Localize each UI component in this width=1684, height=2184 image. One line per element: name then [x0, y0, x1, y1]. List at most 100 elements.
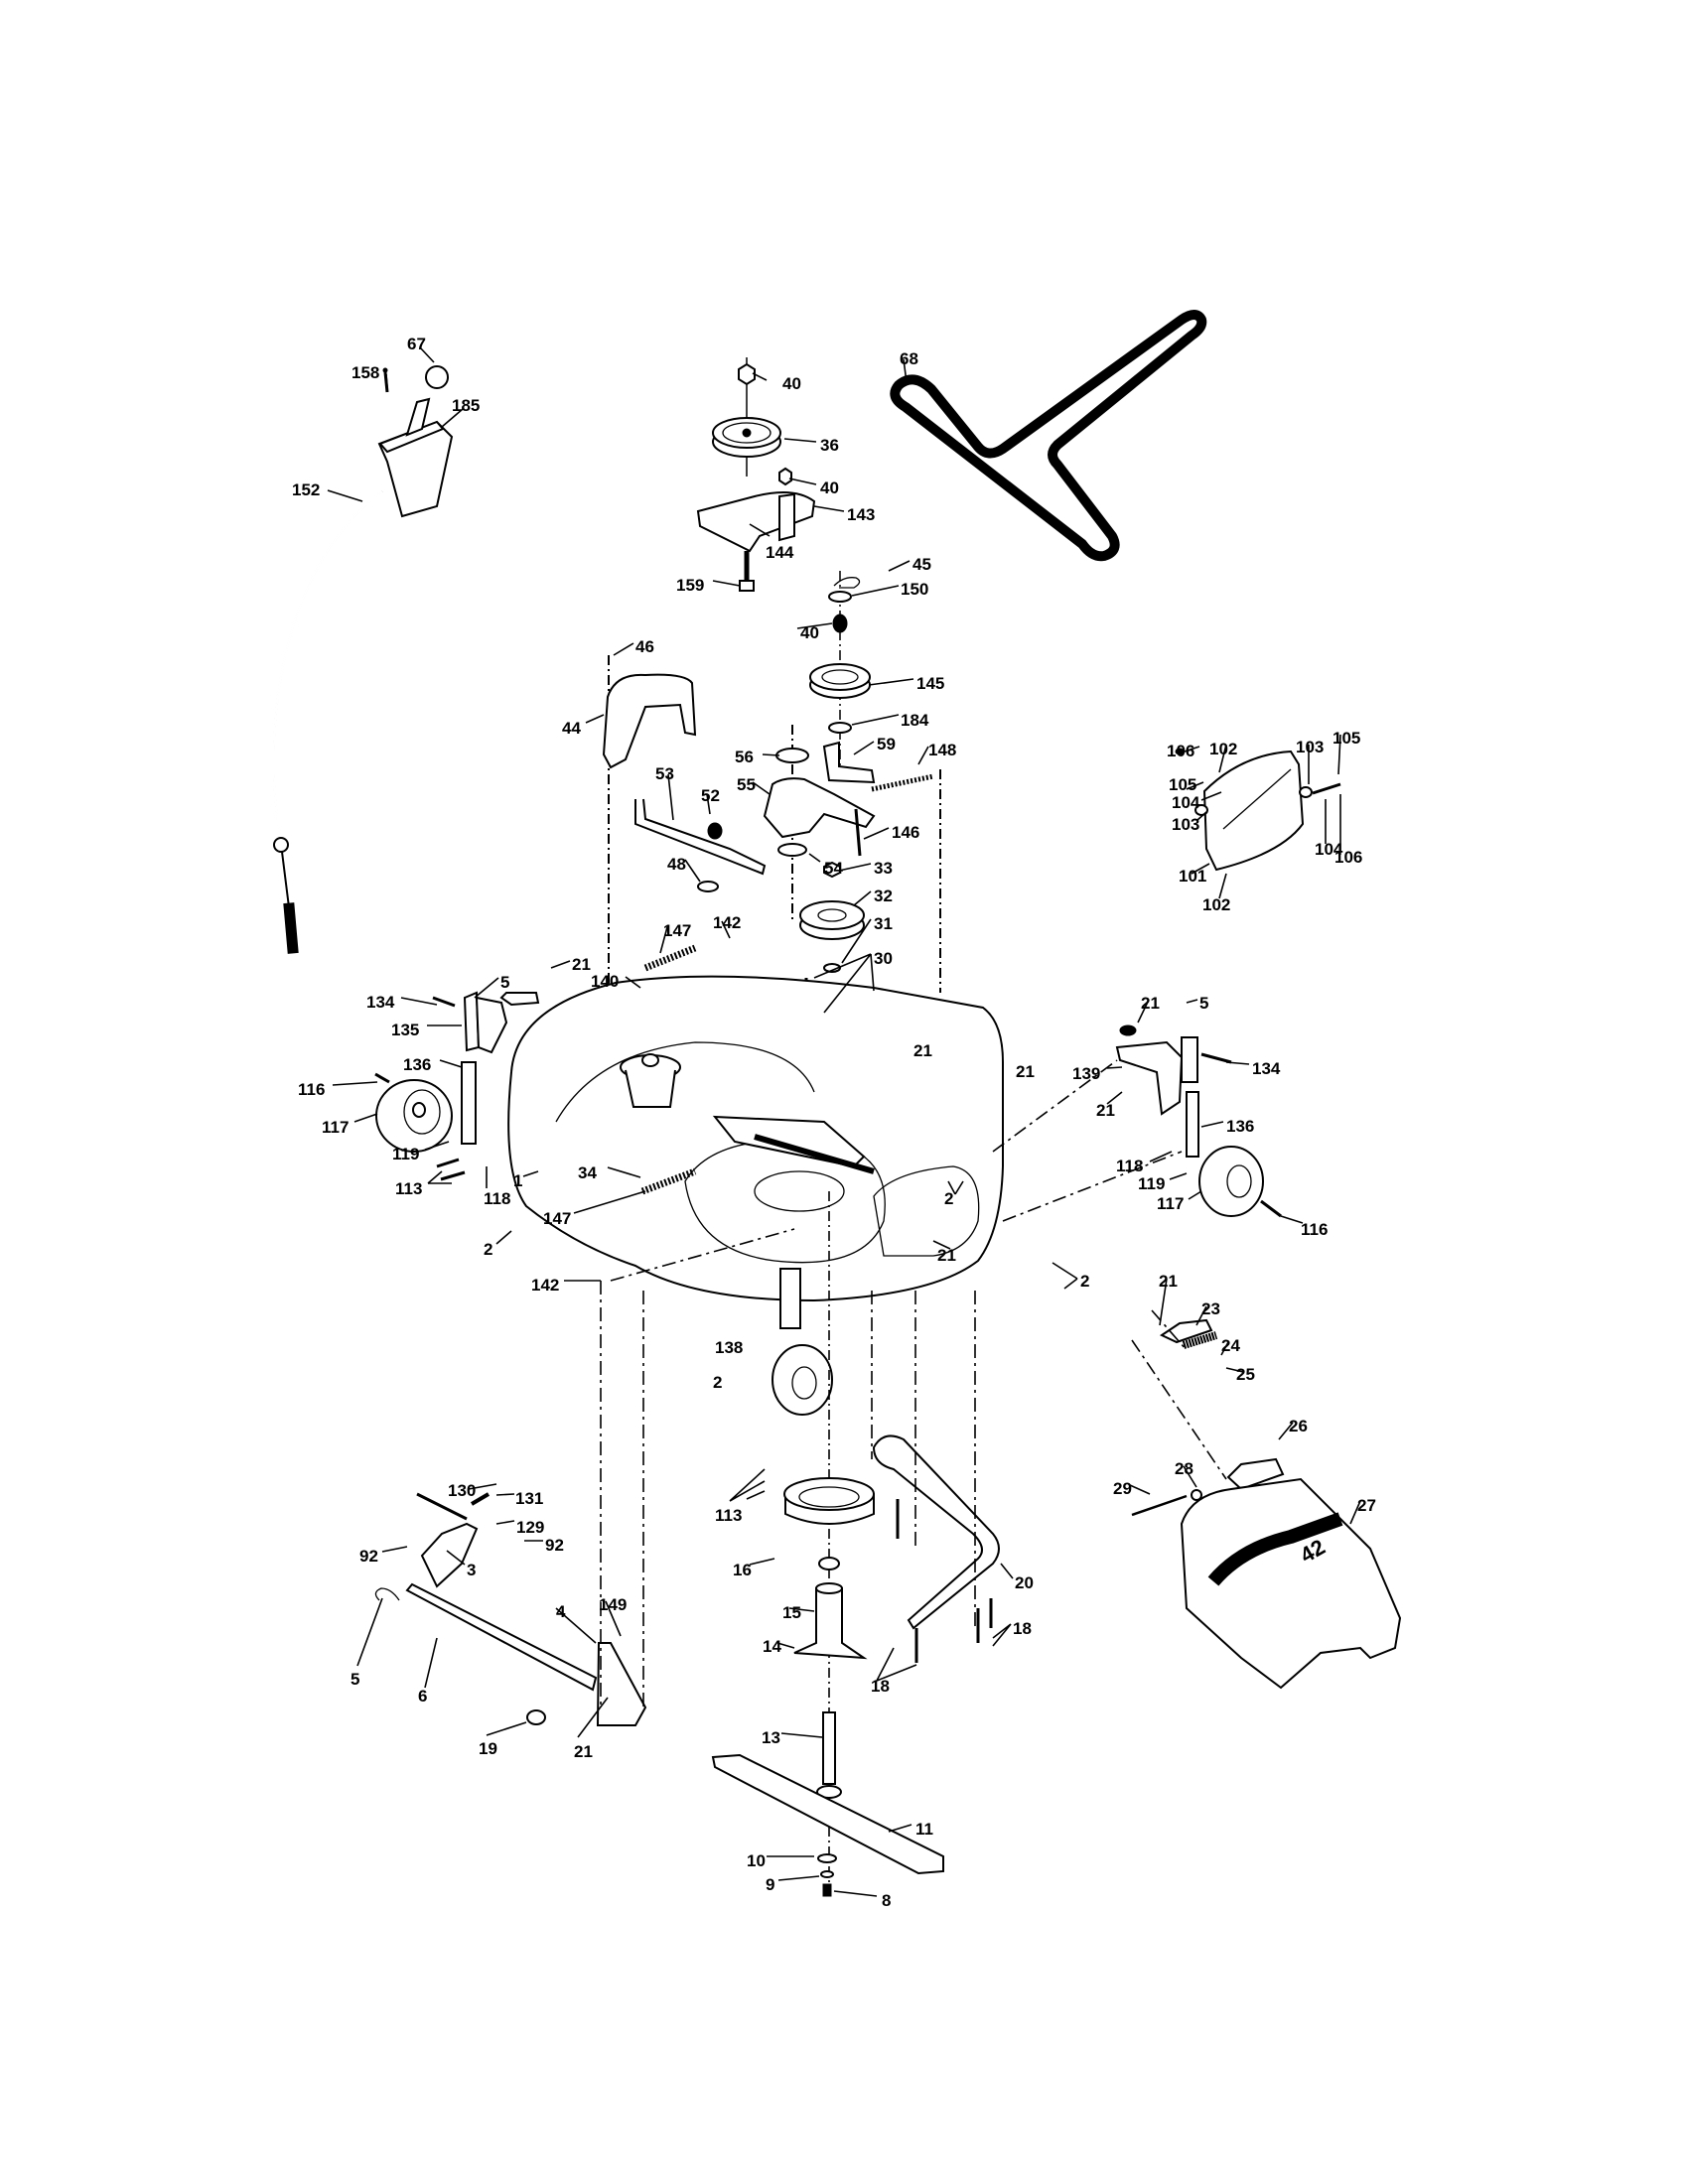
- callout-label: 21: [937, 1246, 956, 1265]
- callout-label: 5: [1199, 994, 1209, 1013]
- callout-label: 113: [395, 1179, 423, 1198]
- callout-label: 147: [663, 921, 692, 940]
- callout-label: 8: [882, 1891, 892, 1910]
- callout-label: 45: [912, 555, 931, 574]
- callout-label: 34: [578, 1163, 597, 1182]
- callout-label: 92: [545, 1536, 564, 1555]
- callout-label: 139: [1072, 1064, 1101, 1083]
- callout-label: 21: [1141, 994, 1160, 1013]
- callout-label: 140: [591, 972, 620, 991]
- spring-icons: [640, 944, 1218, 1349]
- callout-label: 134: [366, 993, 395, 1012]
- callout-label: 146: [892, 823, 920, 842]
- leader-lines: [327, 346, 1361, 1897]
- front-gauge-wheel-icon: [772, 1268, 833, 1416]
- callout-label: 147: [543, 1209, 572, 1228]
- callout-label: 27: [1357, 1496, 1376, 1515]
- callout-label: 40: [782, 374, 801, 393]
- callout-label: 118: [484, 1189, 511, 1208]
- callout-label: 184: [901, 711, 929, 730]
- callout-label: 31: [874, 914, 893, 933]
- callout-label: 3: [467, 1561, 477, 1579]
- callout-label: 20: [1015, 1573, 1034, 1592]
- callout-label: 18: [871, 1677, 890, 1696]
- callout-label: 102: [1202, 895, 1231, 914]
- callout-label: 101: [1179, 867, 1207, 886]
- callout-label: 5: [500, 973, 510, 992]
- callout-label: 152: [292, 480, 321, 499]
- idler-bracket-55-icon: [763, 725, 941, 993]
- callout-label: 40: [800, 623, 819, 642]
- deflector-101-icon: [1175, 748, 1341, 872]
- callout-label: 142: [713, 913, 742, 932]
- belt-icon: [890, 310, 1207, 562]
- callout-label: 136: [403, 1055, 432, 1074]
- callout-label: 68: [900, 349, 918, 368]
- mower-deck-housing-icon: [507, 975, 1004, 1302]
- clutch-cable-icon: [272, 490, 383, 954]
- callout-label: 106: [1334, 848, 1363, 867]
- callout-label: 104: [1315, 840, 1343, 859]
- callout-label: 143: [847, 505, 876, 524]
- discharge-chute-27-icon: 42: [1131, 1318, 1402, 1690]
- belt-guard-44-icon: [602, 655, 697, 993]
- callout-label: 19: [479, 1739, 497, 1758]
- callout-label: 56: [735, 748, 754, 766]
- callout-label: 131: [515, 1489, 544, 1508]
- baffle-20-icon: [872, 1434, 1000, 1663]
- callout-label: 59: [877, 735, 896, 753]
- callout-label: 11: [915, 1820, 933, 1839]
- callout-label: 4: [556, 1602, 566, 1621]
- callout-label: 29: [1113, 1479, 1132, 1498]
- callout-label: 103: [1296, 738, 1325, 756]
- idler-arm-53-icon: [634, 798, 767, 892]
- callout-label: 46: [635, 637, 654, 656]
- callout-label: 15: [782, 1603, 801, 1622]
- callout-label: 9: [766, 1875, 775, 1894]
- callout-label: 36: [820, 436, 839, 455]
- callout-label: 21: [1096, 1101, 1115, 1120]
- callout-label: 104: [1172, 793, 1200, 812]
- callout-label: 158: [351, 363, 380, 382]
- callout-label: 159: [676, 576, 705, 595]
- callout-label: 130: [448, 1481, 477, 1500]
- callout-label: 92: [359, 1547, 378, 1566]
- callout-label: 13: [762, 1728, 780, 1747]
- callout-label: 116: [1301, 1220, 1329, 1239]
- callout-label: 44: [562, 719, 581, 738]
- idler-pulley-assembly-icon: [696, 357, 816, 592]
- callout-label: 6: [418, 1687, 428, 1706]
- callout-label: 135: [391, 1021, 420, 1039]
- spindle-assembly-icon: [711, 1191, 944, 1897]
- callout-label: 53: [655, 764, 674, 783]
- callout-label: 40: [820, 478, 839, 497]
- callout-label: 28: [1175, 1459, 1193, 1478]
- callout-label: 33: [874, 859, 893, 878]
- callout-label: 129: [516, 1518, 545, 1537]
- drive-pulley-32-icon: [799, 861, 873, 1072]
- callout-label: 25: [1236, 1365, 1255, 1384]
- callout-label: 113: [715, 1506, 743, 1525]
- callout-label: 10: [747, 1851, 766, 1870]
- callout-label: 116: [298, 1080, 326, 1099]
- left-gauge-wheel-icon: [374, 991, 540, 1181]
- callout-label: 52: [701, 786, 720, 805]
- callout-label: 32: [874, 887, 893, 905]
- callout-label: 134: [1252, 1059, 1281, 1078]
- callout-label: 117: [322, 1118, 350, 1137]
- callout-label: 102: [1209, 740, 1238, 758]
- callout-label: 48: [667, 855, 686, 874]
- callout-label: 30: [874, 949, 893, 968]
- callout-label: 55: [737, 775, 756, 794]
- callout-label: 1: [513, 1171, 523, 1190]
- right-gauge-wheel-icon: [992, 1024, 1282, 1222]
- callout-label: 103: [1172, 815, 1200, 834]
- callout-label: 21: [572, 955, 591, 974]
- callout-label: 119: [1138, 1174, 1166, 1193]
- callout-label: 148: [928, 741, 957, 759]
- callout-label: 21: [1016, 1062, 1035, 1081]
- callout-label: 21: [1159, 1272, 1178, 1291]
- callout-label: 14: [763, 1637, 781, 1656]
- callout-label: 119: [392, 1145, 420, 1163]
